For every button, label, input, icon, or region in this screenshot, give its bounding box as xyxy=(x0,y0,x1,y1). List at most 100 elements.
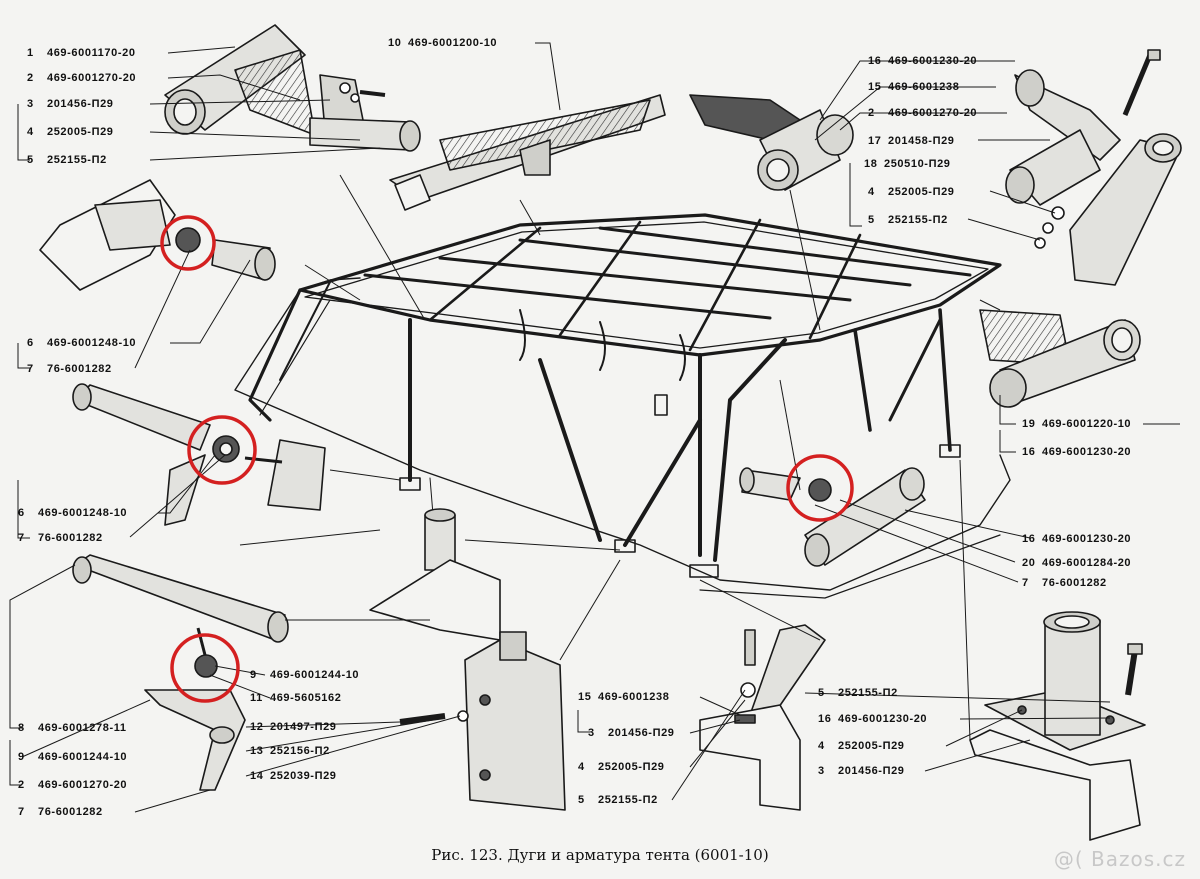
highlight-circle-side-tube-grommet xyxy=(187,415,257,485)
part-number: 3 xyxy=(588,727,595,739)
part-code: 252155-П2 xyxy=(598,794,658,806)
part-label: 14 252039-П29 xyxy=(250,770,337,782)
part-label: 4 252005-П29 xyxy=(868,186,955,198)
socket-base-bottom-right xyxy=(969,611,1146,841)
part-code: 252005-П29 xyxy=(47,126,114,138)
part-code: 469-6001270-20 xyxy=(47,72,137,84)
part-code: 469-6001244-10 xyxy=(38,751,128,763)
side-tube-left xyxy=(72,383,326,526)
part-code: 252155-П2 xyxy=(838,687,898,699)
part-code: 201456-П29 xyxy=(47,98,114,110)
part-code: 469-6001170-20 xyxy=(47,47,136,59)
part-number: 16 xyxy=(1022,533,1036,545)
part-label: 8 469-6001278-11 xyxy=(18,722,127,734)
part-number: 3 xyxy=(818,765,825,777)
part-label: 5 252155-П2 xyxy=(578,794,658,806)
highlight-circle-right-grommet xyxy=(786,454,854,522)
part-number: 16 xyxy=(1022,446,1036,458)
part-code: 201497-П29 xyxy=(270,721,337,733)
part-label: 3 201456-П29 xyxy=(27,98,114,110)
part-number: 8 xyxy=(18,722,25,734)
tee-clamp-top-right xyxy=(689,94,854,191)
part-number: 5 xyxy=(818,687,825,699)
part-label: 7 76-6001282 xyxy=(1022,577,1107,589)
part-number: 13 xyxy=(250,745,264,757)
roof-bracket-10 xyxy=(389,94,666,211)
part-code: 252155-П2 xyxy=(888,214,948,226)
part-number: 4 xyxy=(868,186,875,198)
part-code: 469-6001238 xyxy=(598,691,670,703)
part-code: 469-6001278-11 xyxy=(38,722,127,734)
tent-frame xyxy=(234,213,1011,601)
tube-clamp-right xyxy=(979,309,1141,408)
part-code: 250510-П29 xyxy=(884,158,951,170)
part-code: 469-6001230-20 xyxy=(888,55,978,67)
part-number: 4 xyxy=(27,126,34,138)
part-label: 4 252005-П29 xyxy=(27,126,114,138)
part-code: 469-5605162 xyxy=(270,692,342,704)
part-label: 7 76-6001282 xyxy=(18,806,103,818)
figure-caption: Рис. 123. Дуги и арматура тента (6001-10… xyxy=(431,846,769,864)
part-number: 5 xyxy=(578,794,585,806)
part-code: 252005-П29 xyxy=(888,186,955,198)
detail-parts xyxy=(39,24,1182,841)
socket-post xyxy=(369,508,566,811)
part-label: 3 201456-П29 xyxy=(588,727,675,739)
part-label: 9 469-6001244-10 xyxy=(18,751,127,763)
part-number: 14 xyxy=(250,770,264,782)
highlight-circle-fender-grommet xyxy=(160,215,216,271)
part-code: 469-6001230-20 xyxy=(1042,446,1132,458)
part-number: 2 xyxy=(868,107,875,119)
part-code: 469-6001270-20 xyxy=(888,107,978,119)
part-number: 7 xyxy=(1022,577,1029,589)
part-code: 469-6001248-10 xyxy=(47,337,137,349)
part-number: 9 xyxy=(250,669,257,681)
part-code: 469-6001284-20 xyxy=(1042,557,1132,569)
part-code: 76-6001282 xyxy=(47,363,112,375)
part-number: 6 xyxy=(27,337,34,349)
watermark-logo: @( Bazos.cz xyxy=(1053,847,1186,871)
part-number: 20 xyxy=(1022,557,1036,569)
part-label: 5 252155-П2 xyxy=(818,687,898,699)
part-number: 11 xyxy=(250,692,263,704)
part-code: 469-6001248-10 xyxy=(38,507,128,519)
part-label: 16 469-6001230-20 xyxy=(1022,446,1131,458)
part-number: 17 xyxy=(868,135,882,147)
part-code: 76-6001282 xyxy=(38,806,103,818)
part-code: 201456-П29 xyxy=(608,727,675,739)
part-code: 76-6001282 xyxy=(1042,577,1107,589)
part-number: 5 xyxy=(27,154,34,166)
part-label: 16 469-6001230-20 xyxy=(868,55,977,67)
part-code: 252039-П29 xyxy=(270,770,337,782)
part-number: 7 xyxy=(18,806,25,818)
part-label: 20 469-6001284-20 xyxy=(1022,557,1131,569)
part-number: 9 xyxy=(18,751,25,763)
part-number: 15 xyxy=(578,691,592,703)
part-code: 469-6001200-10 xyxy=(408,37,498,49)
part-number: 19 xyxy=(1022,418,1036,430)
part-number: 3 xyxy=(27,98,34,110)
part-label: 11 469-5605162 xyxy=(250,692,341,704)
part-number: 6 xyxy=(18,507,25,519)
part-number: 16 xyxy=(868,55,882,67)
part-number: 15 xyxy=(868,81,882,93)
highlight-circles xyxy=(160,215,854,703)
